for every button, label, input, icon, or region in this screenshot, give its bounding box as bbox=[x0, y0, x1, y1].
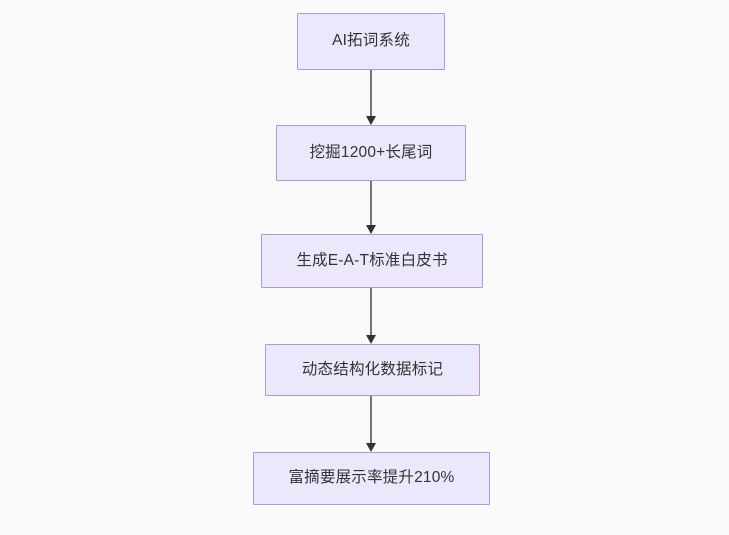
flow-node-label: AI拓词系统 bbox=[332, 32, 410, 50]
arrow-shaft bbox=[370, 181, 372, 225]
flow-node-ai-keyword-system[interactable]: AI拓词系统 bbox=[297, 13, 445, 70]
flow-node-generate-eat-whitepaper[interactable]: 生成E-A-T标准白皮书 bbox=[261, 234, 483, 288]
arrow-shaft bbox=[370, 396, 372, 443]
flow-node-label: 挖掘1200+长尾词 bbox=[309, 143, 433, 161]
arrow-shaft bbox=[370, 70, 372, 116]
arrow-shaft bbox=[370, 288, 372, 335]
flow-node-label: 富摘要展示率提升210% bbox=[288, 469, 455, 487]
arrowhead-icon bbox=[366, 335, 376, 344]
arrowhead-icon bbox=[366, 443, 376, 452]
flow-node-dynamic-structured-data-markup[interactable]: 动态结构化数据标记 bbox=[265, 344, 480, 396]
flow-node-label: 动态结构化数据标记 bbox=[301, 360, 444, 378]
arrowhead-icon bbox=[366, 225, 376, 234]
arrowhead-icon bbox=[366, 116, 376, 125]
flow-node-mine-longtail-keywords[interactable]: 挖掘1200+长尾词 bbox=[276, 125, 466, 181]
flow-node-label: 生成E-A-T标准白皮书 bbox=[296, 251, 448, 269]
flow-node-rich-snippet-rate-increase[interactable]: 富摘要展示率提升210% bbox=[253, 452, 490, 505]
